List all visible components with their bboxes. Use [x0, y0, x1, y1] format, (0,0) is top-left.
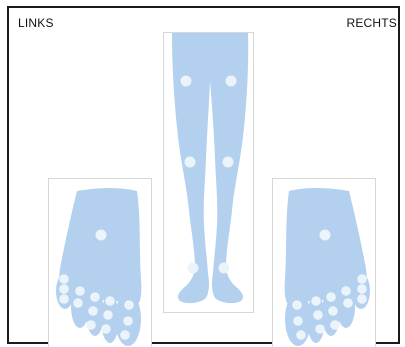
- left-foot-point-toe-2c[interactable]: [101, 324, 111, 334]
- left-foot-point-toe-1a[interactable]: [124, 300, 134, 310]
- left-foot-point-toe-4a[interactable]: [75, 286, 85, 296]
- legs-point-right-thigh[interactable]: [226, 76, 237, 87]
- right-foot-point-toe-3c[interactable]: [330, 320, 340, 330]
- left-foot-point-toe-1b[interactable]: [123, 316, 133, 326]
- label-left-side: LINKS: [18, 16, 54, 30]
- left-foot-point-toe-5b[interactable]: [59, 284, 69, 294]
- right-foot-point-toe-5a[interactable]: [357, 274, 367, 284]
- left-foot-point-toe-3a[interactable]: [90, 292, 100, 302]
- label-right-side: RECHTS: [346, 16, 397, 30]
- left-foot-point-toe-2a[interactable]: [105, 296, 115, 306]
- right-foot-point-toe-1c[interactable]: [296, 330, 306, 340]
- left-foot-point-toe-2b[interactable]: [103, 310, 113, 320]
- right-foot-illustration: [273, 179, 376, 347]
- left-foot-point-toe-1c[interactable]: [120, 330, 130, 340]
- left-foot-point-toe-5c[interactable]: [59, 294, 69, 304]
- right-foot-panel: [272, 178, 376, 347]
- right-foot-point-toe-1a[interactable]: [292, 300, 302, 310]
- left-foot-panel: [48, 178, 152, 347]
- legs-panel: [163, 32, 254, 313]
- right-foot-point-toe-5c[interactable]: [357, 294, 367, 304]
- right-foot-point-toe-4b[interactable]: [343, 298, 353, 308]
- left-foot-point-toe-3b[interactable]: [88, 306, 98, 316]
- right-foot-point-sole[interactable]: [320, 230, 331, 241]
- right-foot-point-toe-4a[interactable]: [341, 286, 351, 296]
- left-foot-point-sole[interactable]: [96, 230, 107, 241]
- legs-point-right-knee[interactable]: [223, 157, 234, 168]
- legs-point-left-thigh[interactable]: [181, 76, 192, 87]
- left-foot-point-toe-4b[interactable]: [73, 298, 83, 308]
- legs-illustration: [164, 33, 254, 313]
- right-foot-point-toe-3b[interactable]: [328, 306, 338, 316]
- legs-point-right-ankle[interactable]: [219, 263, 230, 274]
- right-foot-point-toe-2c[interactable]: [315, 324, 325, 334]
- right-foot-point-toe-1b[interactable]: [293, 316, 303, 326]
- right-foot-point-toe-3a[interactable]: [326, 292, 336, 302]
- legs-point-left-ankle[interactable]: [188, 263, 199, 274]
- left-foot-point-toe-3c[interactable]: [86, 320, 96, 330]
- legs-silhouette: [172, 33, 248, 303]
- legs-point-left-knee[interactable]: [185, 157, 196, 168]
- right-foot-point-toe-2a[interactable]: [311, 296, 321, 306]
- right-foot-point-toe-2b[interactable]: [313, 310, 323, 320]
- left-foot-illustration: [49, 179, 152, 347]
- right-foot-point-toe-5b[interactable]: [357, 284, 367, 294]
- left-foot-point-toe-5a[interactable]: [59, 274, 69, 284]
